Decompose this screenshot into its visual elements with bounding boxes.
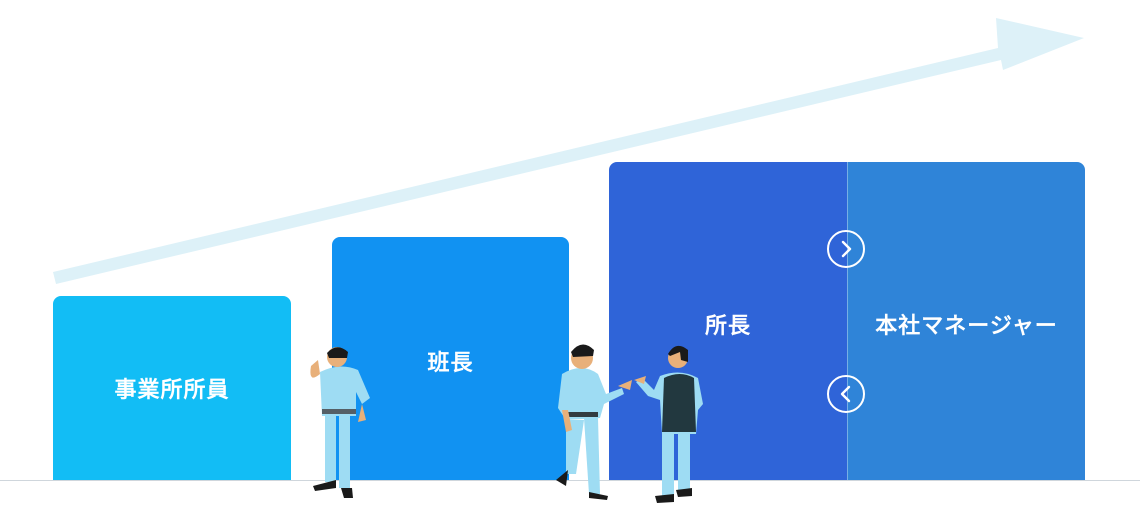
stage-block-hq-manager: 本社マネージャー bbox=[847, 162, 1085, 480]
stage-label-team-leader: 班長 bbox=[427, 351, 474, 376]
prev-button[interactable] bbox=[827, 375, 865, 413]
stage-block-office-manager: 所長 bbox=[609, 162, 847, 480]
stage-label-office-manager: 所長 bbox=[704, 314, 751, 339]
stage-block-team-leader: 班長 bbox=[332, 237, 569, 480]
stage-block-staff: 事業所所員 bbox=[53, 296, 291, 480]
ground-line bbox=[0, 480, 1140, 481]
chevron-left-icon bbox=[840, 385, 851, 403]
person-on-phone bbox=[310, 347, 370, 498]
chevron-right-icon bbox=[841, 240, 852, 258]
stage-label-staff: 事業所所員 bbox=[114, 378, 230, 403]
growth-arrow-shape bbox=[53, 18, 1084, 284]
next-button[interactable] bbox=[827, 230, 865, 268]
stage-label-hq-manager: 本社マネージャー bbox=[875, 314, 1058, 339]
person-with-vest bbox=[634, 345, 703, 503]
person-gesturing bbox=[556, 344, 632, 500]
